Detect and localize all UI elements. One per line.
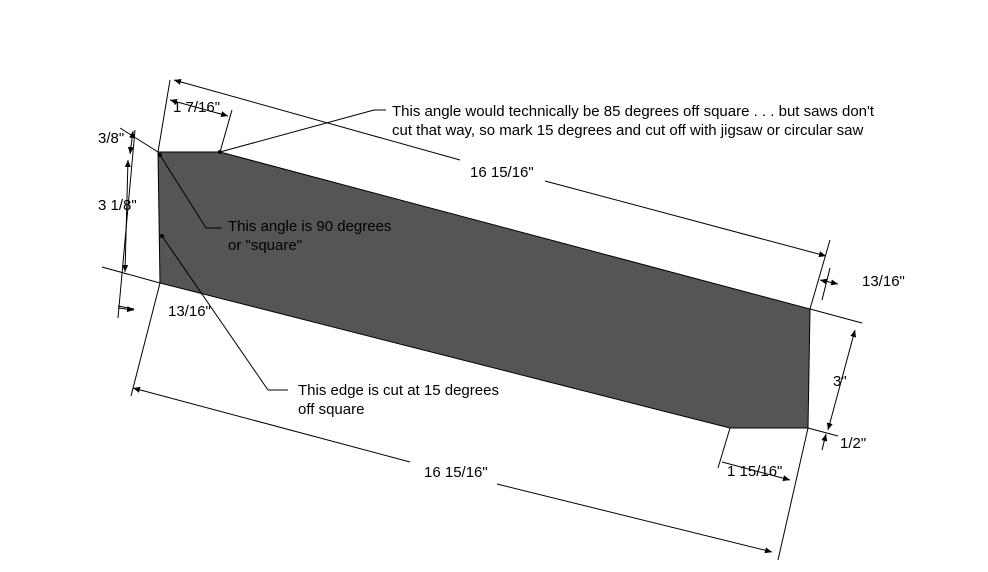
bottom-length-label: 16 15/16" xyxy=(424,464,488,481)
note-angle-85: This angle would technically be 85 degre… xyxy=(392,103,875,139)
note-angle-90-line1: This angle is 90 degrees xyxy=(228,218,391,235)
left-side-dimensions xyxy=(101,127,161,397)
note-leaders xyxy=(158,109,386,391)
note-angle-90-line2: or "square" xyxy=(228,237,302,254)
top-left-offset-dimension xyxy=(169,98,233,153)
right-top-small-label: 13/16" xyxy=(862,273,905,290)
right-height-label: 3" xyxy=(833,373,847,390)
right-bottom-small-label: 1/2" xyxy=(840,435,866,452)
left-top-small-label: 3/8" xyxy=(98,130,124,147)
top-length-label: 16 15/16" xyxy=(470,164,534,181)
bottom-right-offset-label: 1 15/16" xyxy=(727,463,782,480)
note-edge-15-line2: off square xyxy=(298,401,364,418)
left-height-label: 3 1/8" xyxy=(98,197,137,214)
top-length-dimension xyxy=(157,78,831,310)
bottom-right-offset-dimension xyxy=(717,427,791,482)
note-angle-85-line1: This angle would technically be 85 degre… xyxy=(392,103,875,120)
note-angle-90: This angle is 90 degrees or "square" xyxy=(228,218,391,254)
bottom-length-dimension xyxy=(132,386,809,561)
note-edge-15-line1: This edge is cut at 15 degrees xyxy=(298,382,499,399)
right-side-dimensions xyxy=(807,267,863,451)
note-angle-85-line2: cut that way, so mark 15 degrees and cut… xyxy=(392,122,863,139)
top-left-offset-label: 1 7/16" xyxy=(173,99,220,116)
left-bottom-small-label: 13/16" xyxy=(168,303,211,320)
note-edge-15: This edge is cut at 15 degrees off squar… xyxy=(298,382,499,418)
